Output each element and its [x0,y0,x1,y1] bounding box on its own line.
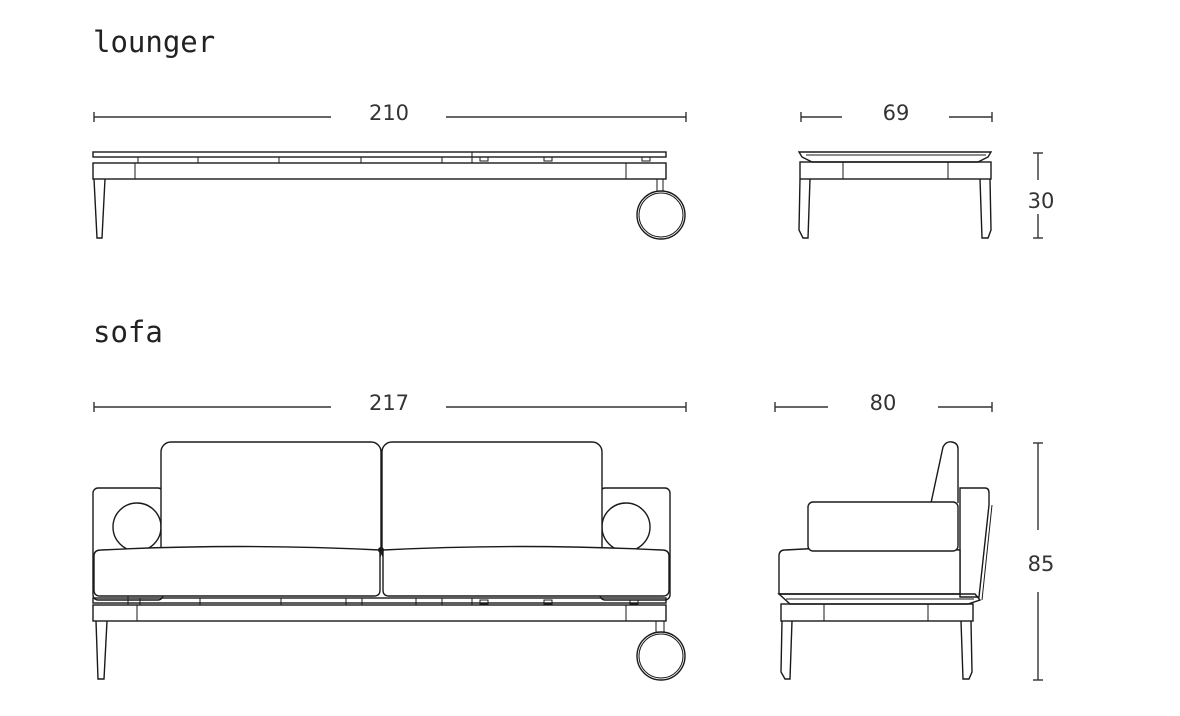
lounger-title: lounger [93,25,215,59]
sofa-side-view [777,441,993,680]
sofa-depth-label: 80 [870,391,897,415]
sofa-right-back-cushion [381,441,603,563]
sofa-side-seat-cushion [778,546,961,595]
lounger-wheel-icon [636,190,686,240]
sofa-depth-dimension: 80 [774,391,993,415]
sofa-side-back-cushion [807,501,959,552]
sofa-section: sofa 217 [92,315,1055,681]
sofa-width-label: 217 [369,391,409,415]
sofa-left-bolster-icon [112,502,162,552]
sofa-right-seat-cushion [382,545,670,597]
sofa-title: sofa [93,315,163,349]
sofa-wheel-icon [636,631,686,681]
lounger-height-dimension: 30 [1028,152,1055,239]
lounger-height-label: 30 [1028,189,1055,213]
sofa-height-dimension: 85 [1028,442,1055,681]
sofa-left-back-cushion [160,441,382,563]
lounger-section: lounger 210 [92,25,1055,240]
lounger-depth-label: 69 [883,101,910,125]
lounger-front-view [92,151,686,240]
lounger-width-dimension: 210 [93,101,687,125]
lounger-side-view [797,151,993,239]
lounger-width-label: 210 [369,101,409,125]
sofa-height-label: 85 [1028,552,1055,576]
sofa-right-bolster-icon [601,502,651,552]
sofa-front-view [92,441,686,681]
lounger-depth-dimension: 69 [800,101,993,125]
sofa-width-dimension: 217 [93,391,687,415]
sofa-left-seat-cushion [93,545,381,597]
